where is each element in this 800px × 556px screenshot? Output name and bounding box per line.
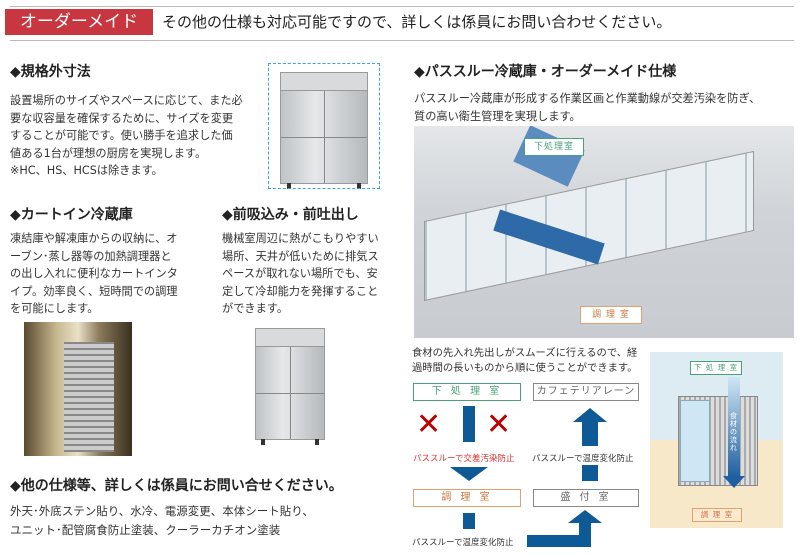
line: 定して冷却能力を発揮すること <box>222 284 379 298</box>
flow-arrow-stem <box>463 513 475 529</box>
flow-arrow-stem <box>579 522 591 547</box>
line: ペースが取れない場所でも、安 <box>222 267 378 280</box>
line: 凍結庫や解凍庫からの収納に、オ <box>10 232 178 245</box>
passthrough-title: ◆パススルー冷蔵庫・オーダーメイド仕様 <box>414 64 677 80</box>
line: ※HC、HS、HCSは除きます。 <box>10 164 163 177</box>
line: 外天･外底ステン貼り、水冷、電源変更、本体シート貼り、 <box>10 504 314 518</box>
kitchen-illustration: 下処理室 調 理 室 <box>414 126 794 338</box>
down-arrow-icon <box>450 467 488 481</box>
front-text: 機械室周辺に熱がこもりやすい 場所、天井が低いために排気ス ペースが取れない場所… <box>222 230 379 318</box>
flow-arrow-stem <box>582 422 598 446</box>
custom-size-fridge-image <box>280 72 368 189</box>
line: 設置場所のサイズやスペースに応じて、また必 <box>10 94 243 107</box>
passthrough-text: パススルー冷蔵庫が形成する作業区画と作業動線が交差汚染を防ぎ、 質の高い衛生管理… <box>414 90 760 125</box>
line: 場所、天井が低いために排気ス <box>222 249 379 263</box>
header-lead-text: その他の仕様も対応可能ですので、詳しくは係員にお問い合わせください。 <box>162 13 672 31</box>
line: を可能にします。 <box>10 302 99 315</box>
plan-flow-label: 食材の流れ <box>730 412 737 452</box>
cartin-text: 凍結庫や解凍庫からの収納に、オ ーブン･蒸し器等の加熱調理器と の出し入れに便利… <box>10 230 178 318</box>
temp-label-1: パススルーで温度変化防止 <box>532 454 634 464</box>
line: の出し入れに便利なカートインタ <box>10 267 178 280</box>
line: 過時間の長いものから順に使うことができます。 <box>412 362 638 374</box>
line: パススルー冷蔵庫が形成する作業区画と作業動線が交差汚染を防ぎ、 <box>414 92 761 105</box>
line: 値ある1台が理想の厨房を実現します。 <box>10 146 207 160</box>
up-arrow-icon <box>573 408 607 422</box>
flow-arrow-stem <box>463 406 475 442</box>
other-title: ◆他の仕様等、詳しくは係員にお問い合せください。 <box>10 478 343 494</box>
line: ーブン･蒸し器等の加熱調理器と <box>10 249 172 263</box>
front-intake-fridge-image <box>255 328 325 445</box>
line: 機械室周辺に熱がこもりやすい <box>222 232 379 245</box>
temp-label-2: パススルーで温度変化防止 <box>412 538 514 548</box>
size-text: 設置場所のサイズやスペースに応じて、また必 要な収容量を確保するために、サイズを… <box>10 92 243 180</box>
cart-in-fridge-photo <box>24 322 132 456</box>
flow-arrow-elbow <box>527 535 591 547</box>
cartin-title: ◆カートイン冷蔵庫 <box>10 207 133 223</box>
plan-cook-label: 調 理 室 <box>692 508 742 522</box>
plan-prep-label: 下 処 理 室 <box>690 361 742 375</box>
flow-cafeteria-box: カフェテリアレーン <box>533 383 639 401</box>
order-made-badge: オーダーメイド <box>5 9 153 35</box>
header-divider <box>10 40 794 41</box>
flow-serving-box: 盛 付 室 <box>533 489 639 507</box>
cross-contamination-label: パススルーで交差汚染防止 <box>413 454 515 464</box>
up-arrow-icon <box>568 510 602 523</box>
line: することが可能です。使い勝手を追求した価 <box>10 129 233 142</box>
flow-arrow-stem <box>582 465 598 481</box>
size-title: ◆規格外寸法 <box>10 64 91 80</box>
scene-label-cook: 調 理 室 <box>580 306 642 324</box>
size-outline-dashed <box>268 63 380 189</box>
line: ができます。 <box>222 302 289 315</box>
flow-prep-box: 下 処 理 室 <box>413 383 521 401</box>
line: 食材の先入れ先出しがスムーズに行えるので、経 <box>412 347 638 359</box>
passthrough-plan-diagram: 下 処 理 室 食材の流れ 調 理 室 <box>650 352 783 528</box>
other-text: 外天･外底ステン貼り、水冷、電源変更、本体シート貼り、 ユニット･配管腐食防止塗… <box>10 502 314 540</box>
scene-label-prep: 下処理室 <box>524 138 584 156</box>
flow-cook-box: 調 理 室 <box>413 489 521 507</box>
line: イプ。効率良く、短時間での調理 <box>10 284 178 298</box>
line: 質の高い衛生管理を実現します。 <box>414 109 581 123</box>
front-title: ◆前吸込み・前吐出し <box>222 207 359 223</box>
virus-crossed-icon: ✕ <box>486 407 512 442</box>
top-divider <box>10 6 794 7</box>
line: ユニット･配管腐食防止塗装、クーラーカチオン塗装 <box>10 523 281 537</box>
line: 要な収容量を確保するために、サイズを変更 <box>10 111 234 125</box>
flow-text: 食材の先入れ先出しがスムーズに行えるので、経 過時間の長いものから順に使うことが… <box>412 346 638 376</box>
bacteria-crossed-icon: ✕ <box>416 407 442 442</box>
